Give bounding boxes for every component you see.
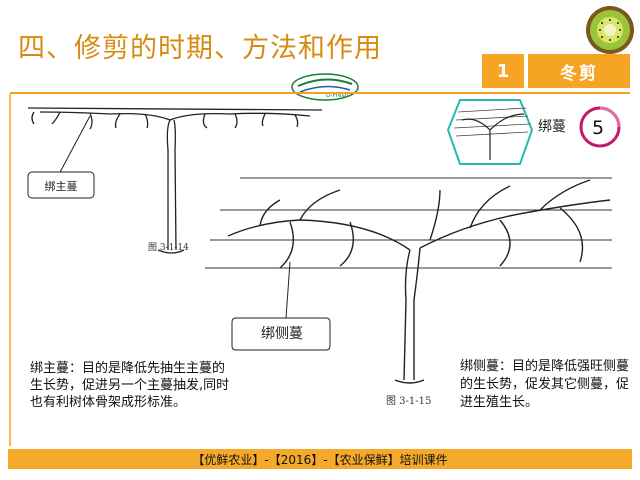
footer-bar: 【优鲜农业】-【2016】-【农业保鲜】培训课件 [8,449,632,469]
page-title: 四、修剪的时期、方法和作用 [18,33,382,64]
main-vine-tree [27,107,323,254]
section-label: 冬剪 [528,54,630,88]
side-vine-tree [227,179,611,384]
side-vine-callout: 绑侧蔓 [261,326,303,342]
right-figure-caption: 图 3-1-15 [386,396,432,407]
step-number: 5 [592,117,605,139]
trellis-wires [205,177,612,269]
inset-diagram [446,99,534,165]
inset-label: 绑蔓 [538,119,566,135]
side-vine-description: 绑侧蔓：目的是降低强旺侧蔓的生长势，促发其它侧蔓，促进生殖生长。 [460,359,630,410]
main-vine-description: 绑主蔓：目的是降低先抽生主蔓的生长势，促进另一个主蔓抽发,同时也有利树体骨架成形… [30,361,230,410]
logo-text: U-Fresh [326,92,349,99]
main-vine-callout: 绑主蔓 [44,180,78,193]
kiwi-icon [586,6,634,54]
left-figure-caption: 图 3-1-14 [148,243,189,253]
section-number: 1 [482,54,524,88]
header-divider [10,92,630,94]
u-fresh-logo: U-Fresh [291,73,359,101]
